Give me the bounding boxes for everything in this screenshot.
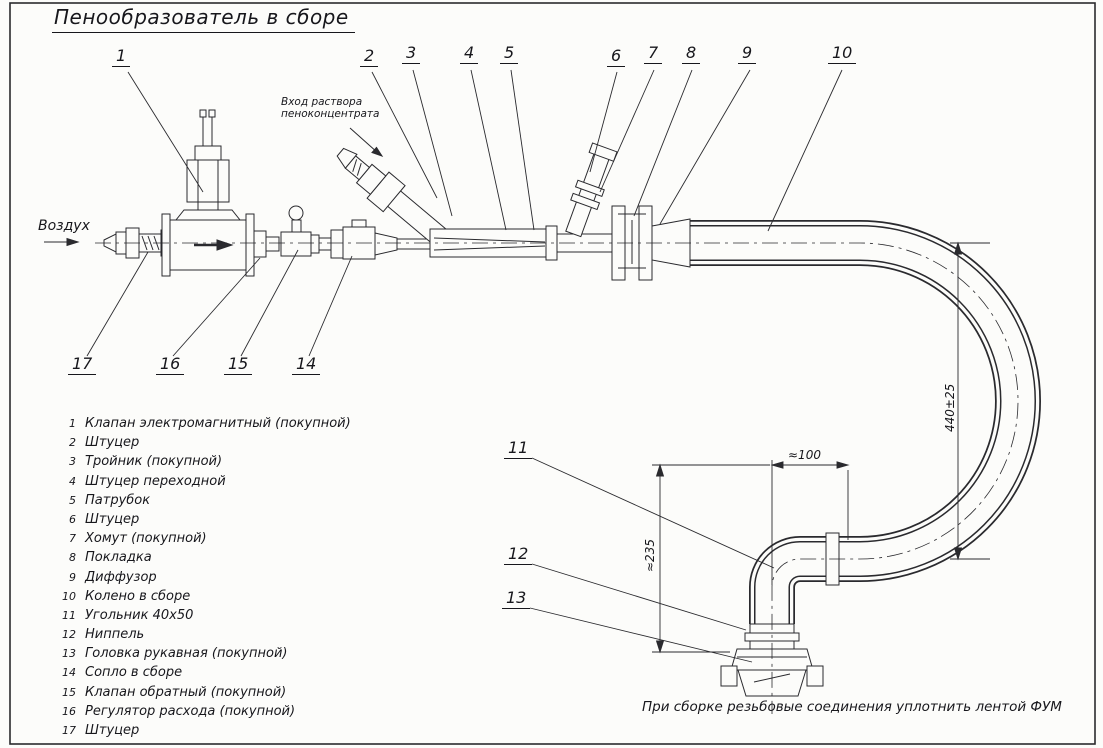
parts-list-row: 1 Клапан электромагнитный (покупной) xyxy=(60,416,351,435)
part-name: Штуцер xyxy=(85,435,140,451)
parts-list-row: 4 Штуцер переходной xyxy=(60,474,351,493)
dimension-235: ≈235 xyxy=(643,539,657,572)
callout-11: 11 xyxy=(504,440,533,459)
leader-lines xyxy=(86,69,843,663)
part-number: 11 xyxy=(62,608,76,622)
diagonal-fitting xyxy=(565,142,618,238)
part-name: Штуцер переходной xyxy=(85,473,226,489)
assembly-note: При сборке резьбовые соединения уплотнит… xyxy=(642,699,1062,715)
foam-inlet-label-line1: Вход раствора xyxy=(281,96,363,108)
part-name: Ниппель xyxy=(85,627,145,643)
part-name: Колено в сборе xyxy=(85,588,191,604)
parts-list-row: 13 Головка рукавная (покупной) xyxy=(60,646,351,665)
callout-13: 13 xyxy=(502,590,531,609)
part-number: 5 xyxy=(69,493,76,507)
foam-inlet-arrow xyxy=(371,146,384,157)
parts-list-row: 12 Ниппель xyxy=(60,627,351,646)
diffuser xyxy=(611,205,691,281)
callout-17: 17 xyxy=(68,356,97,375)
part-number: 15 xyxy=(62,685,76,699)
callout-14: 14 xyxy=(292,356,321,375)
clamp xyxy=(574,179,605,198)
part-number: 3 xyxy=(69,455,76,469)
callout-9: 9 xyxy=(738,45,757,64)
air-label: Воздух xyxy=(38,218,90,234)
parts-list-row: 3 Тройник (покупной) xyxy=(60,454,351,473)
part-name: Сопло в сборе xyxy=(85,665,183,681)
part-number: 9 xyxy=(69,570,76,584)
parts-list-row: 17 Штуцер xyxy=(60,723,351,742)
part-name: Головка рукавная (покупной) xyxy=(85,646,288,662)
drawing-title: Пенообразователь в сборе xyxy=(52,6,355,33)
parts-list-row: 7 Хомут (покупной) xyxy=(60,531,351,550)
dimension-lines xyxy=(652,241,990,654)
dimension-100: ≈100 xyxy=(788,448,821,462)
parts-list-row: 16 Регулятор расхода (покупной) xyxy=(60,704,351,723)
border-frame xyxy=(9,2,1096,745)
callout-12: 12 xyxy=(504,546,533,565)
bent-pipe xyxy=(690,220,1041,624)
part-number: 17 xyxy=(62,724,76,737)
part-name: Хомут (покупной) xyxy=(85,531,207,547)
callout-6: 6 xyxy=(607,48,626,67)
check-valve xyxy=(280,231,312,257)
dimension-440: 440±25 xyxy=(943,383,957,432)
part-name: Регулятор расхода (покупной) xyxy=(85,703,296,719)
callout-5: 5 xyxy=(500,45,519,64)
part-name: Тройник (покупной) xyxy=(85,454,223,470)
part-name: Угольник 40х50 xyxy=(85,607,194,623)
part-name: Клапан электромагнитный (покупной) xyxy=(85,416,351,431)
part-name: Штуцер xyxy=(85,511,140,527)
annotation-arrows xyxy=(44,127,384,247)
air-arrow xyxy=(66,237,80,247)
part-number: 4 xyxy=(69,474,76,488)
part-number: 13 xyxy=(62,647,76,661)
part-number: 12 xyxy=(62,628,76,642)
parts-list-row: 11 Угольник 40х50 xyxy=(60,608,351,627)
part-number: 7 xyxy=(69,532,76,546)
foam-inlet-label-line2: пеноконцентрата xyxy=(281,108,380,121)
parts-list-row: 6 Штуцер xyxy=(60,512,351,531)
parts-list-row: 9 Диффузор xyxy=(60,570,351,589)
callout-2: 2 xyxy=(360,48,379,67)
part-name: Диффузор xyxy=(85,569,157,585)
callout-8: 8 xyxy=(682,45,701,64)
flow-arrow xyxy=(216,239,234,251)
callout-3: 3 xyxy=(402,45,421,64)
parts-list-row: 14 Сопло в сборе xyxy=(60,665,351,684)
parts-list-row: 5 Патрубок xyxy=(60,493,351,512)
part-number: 1 xyxy=(69,417,76,430)
callout-7: 7 xyxy=(644,45,663,64)
callout-4: 4 xyxy=(460,45,479,64)
part-name: Патрубок xyxy=(85,492,151,508)
part-number: 16 xyxy=(62,704,76,718)
parts-list-row: 10 Колено в сборе xyxy=(60,589,351,608)
centerline xyxy=(95,242,1019,714)
callout-1: 1 xyxy=(112,48,131,67)
callout-10: 10 xyxy=(828,45,857,64)
part-number: 10 xyxy=(62,589,76,603)
parts-list-row: 15 Клапан обратный (покупной) xyxy=(60,685,351,704)
foam-inlet-label: Вход раствора пеноконцентрата xyxy=(281,96,379,120)
part-number: 6 xyxy=(69,512,76,526)
parts-list-row: 8 Покладка xyxy=(60,550,351,569)
part-number: 2 xyxy=(69,436,76,450)
part-name: Покладка xyxy=(85,550,152,566)
callout-16: 16 xyxy=(156,356,185,375)
solenoid-valve xyxy=(161,109,255,277)
part-name: Штуцер xyxy=(85,723,140,738)
parts-list-row: 2 Штуцер xyxy=(60,435,351,454)
part-number: 8 xyxy=(69,551,76,565)
callout-15: 15 xyxy=(224,356,253,375)
part-number: 14 xyxy=(62,666,76,680)
part-name: Клапан обратный (покупной) xyxy=(85,684,287,700)
